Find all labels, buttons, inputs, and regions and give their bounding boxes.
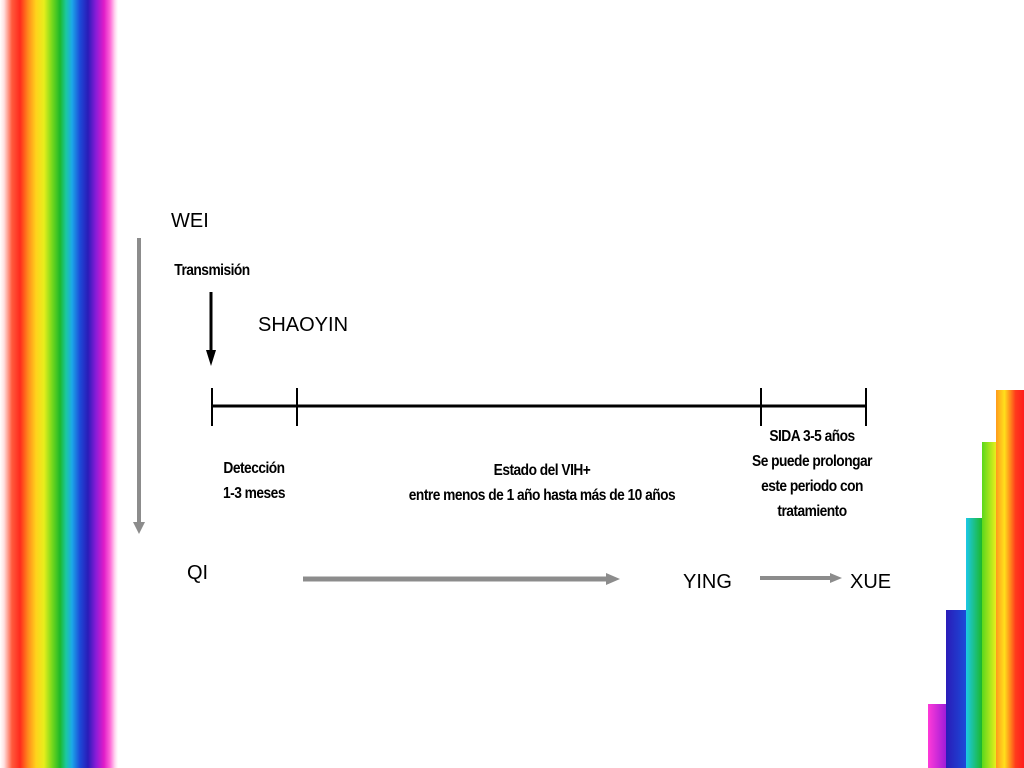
aids-label: SIDA 3-5 años Se puede prolongar este pe… — [752, 428, 872, 520]
ying-label: YING — [683, 571, 732, 593]
xue-label: XUE — [850, 571, 892, 593]
detection-label: Detección 1-3 meses — [223, 460, 285, 502]
qi-label: QI — [187, 562, 209, 584]
wei-label: WEI — [171, 210, 209, 232]
qi-arrow-head — [606, 573, 620, 585]
rainbow-border-left — [0, 0, 118, 768]
transmission-arrow-head — [206, 350, 216, 366]
transmission-label: Transmisión — [174, 262, 250, 279]
shaoyin-label: SHAOYIN — [258, 314, 349, 336]
hiv-state-label: Estado del VIH+ entre menos de 1 año has… — [408, 462, 676, 504]
wei-qi-arrow-head — [133, 522, 145, 534]
ying-xue-arrow-head — [830, 573, 842, 583]
